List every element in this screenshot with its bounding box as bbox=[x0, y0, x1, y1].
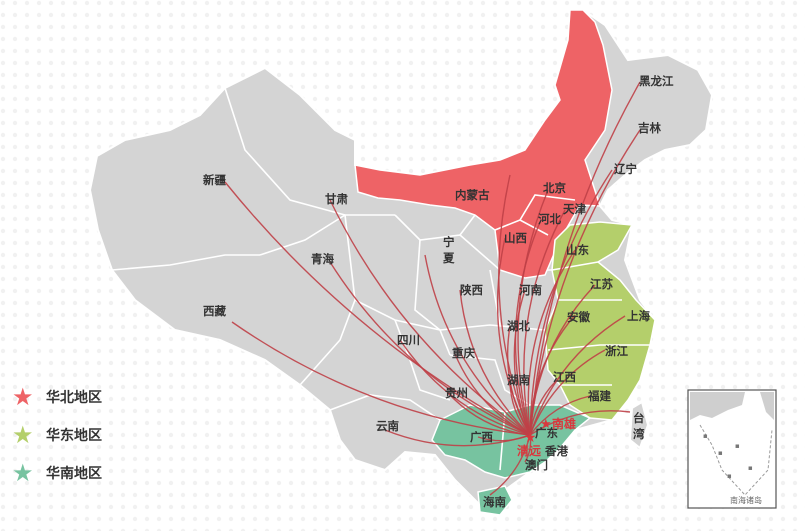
label-chongqing: 重庆 bbox=[452, 346, 475, 360]
label-jilin: 吉林 bbox=[638, 121, 661, 135]
label-xinjiang: 新疆 bbox=[203, 173, 226, 187]
route-line-guangxi bbox=[477, 434, 531, 442]
hub-star-qingyuan: ★ bbox=[524, 430, 537, 446]
label-hongkong: 香港 bbox=[544, 444, 568, 458]
legend-item-south: ★ 华南地区 bbox=[12, 454, 102, 492]
route-line-gansu bbox=[329, 199, 531, 436]
route-line-henan bbox=[513, 289, 531, 436]
label-hubei: 湖北 bbox=[507, 319, 530, 333]
label-hebei: 河北 bbox=[538, 212, 561, 226]
legend-item-east: ★ 华东地区 bbox=[12, 416, 102, 454]
star-icon: ★ bbox=[12, 421, 34, 449]
route-line-taiwan bbox=[529, 410, 631, 436]
inset-caption: 南海诸岛 bbox=[730, 495, 762, 505]
route-line-guizhou bbox=[447, 392, 531, 436]
province-labels: 黑龙江 吉林 辽宁 北京 天津 河北 山西 内蒙古 新疆 甘肃 宁 夏 青海 陕… bbox=[203, 74, 674, 509]
label-henan: 河南 bbox=[519, 283, 542, 297]
label-gansu: 甘肃 bbox=[325, 192, 348, 206]
label-hainan: 海南 bbox=[483, 495, 506, 509]
label-guizhou: 贵州 bbox=[445, 386, 468, 400]
south-china-sea-inset: ▪ ▪ ▪ ▪ ▪ 南海诸岛 bbox=[687, 389, 777, 509]
legend-label-south: 华南地区 bbox=[46, 466, 102, 482]
label-qinghai: 青海 bbox=[311, 252, 334, 266]
label-guangdong: 广东 bbox=[535, 426, 558, 440]
legend-label-north: 华北地区 bbox=[46, 390, 102, 406]
route-line-zhejiang bbox=[529, 349, 606, 436]
star-icon: ★ bbox=[12, 383, 34, 411]
label-zhejiang: 浙江 bbox=[605, 344, 628, 358]
route-line-macau bbox=[524, 434, 532, 463]
route-line-hainan bbox=[489, 434, 531, 496]
svg-text:▪: ▪ bbox=[703, 432, 708, 440]
label-fujian: 福建 bbox=[587, 389, 611, 403]
route-line-anhui bbox=[529, 314, 576, 436]
label-macau: 澳门 bbox=[525, 458, 548, 472]
route-line-jiangxi bbox=[529, 376, 561, 436]
province-borders bbox=[111, 87, 555, 421]
route-line-fujian bbox=[529, 395, 591, 436]
legend-label-east: 华东地区 bbox=[46, 428, 102, 444]
route-line-xinjiang bbox=[224, 181, 531, 436]
route-line-sichuan bbox=[399, 339, 531, 436]
svg-text:▪: ▪ bbox=[735, 442, 740, 450]
svg-text:▪: ▪ bbox=[727, 472, 732, 480]
label-hub-nanxiong: 南雄 bbox=[552, 416, 576, 431]
label-tianjin: 天津 bbox=[563, 202, 586, 216]
route-lines bbox=[224, 81, 641, 496]
svg-text:▪: ▪ bbox=[718, 449, 723, 457]
label-anhui: 安徽 bbox=[567, 310, 590, 324]
legend-item-north: ★ 华北地区 bbox=[12, 378, 102, 416]
label-xizang: 西藏 bbox=[203, 304, 226, 318]
label-beijing: 北京 bbox=[543, 181, 566, 195]
route-line-shandong bbox=[527, 249, 576, 436]
route-line-tianjin bbox=[523, 209, 566, 436]
route-line-heilongjiang bbox=[529, 81, 641, 436]
label-shanxi: 山西 bbox=[504, 231, 527, 245]
label-yunnan: 云南 bbox=[376, 419, 399, 433]
route-line-neimenggu bbox=[498, 174, 531, 436]
label-liaoning: 辽宁 bbox=[614, 162, 637, 176]
legend: ★ 华北地区 ★ 华东地区 ★ 华南地区 bbox=[12, 378, 102, 492]
label-shanghai: 上海 bbox=[627, 309, 650, 323]
label-ningxia-1: 宁 bbox=[443, 235, 455, 249]
route-line-shaanxi bbox=[459, 289, 531, 436]
hub-star-nanxiong: ★ bbox=[540, 417, 552, 432]
label-sichuan: 四川 bbox=[397, 333, 420, 347]
label-guangxi: 广西 bbox=[470, 430, 493, 444]
route-line-liaoning bbox=[529, 169, 613, 436]
region-north-china bbox=[354, 9, 613, 279]
route-line-ningxia bbox=[424, 254, 531, 436]
svg-text:▪: ▪ bbox=[748, 464, 753, 472]
star-icon: ★ bbox=[12, 459, 34, 487]
route-line-shanghai bbox=[529, 315, 626, 436]
label-neimenggu: 内蒙古 bbox=[455, 188, 490, 202]
label-shandong: 山东 bbox=[566, 243, 589, 257]
label-taiwan-1: 台 bbox=[633, 411, 645, 425]
label-jiangxi: 江西 bbox=[553, 370, 576, 384]
label-hunan: 湖南 bbox=[507, 373, 530, 387]
label-heilongjiang: 黑龙江 bbox=[639, 74, 674, 88]
route-line-hunan bbox=[509, 379, 531, 436]
label-jiangsu: 江苏 bbox=[590, 277, 613, 291]
label-shaanxi: 陕西 bbox=[460, 283, 483, 297]
route-line-chongqing bbox=[454, 353, 531, 436]
label-taiwan-2: 湾 bbox=[633, 427, 645, 441]
route-line-qinghai bbox=[329, 261, 531, 436]
label-hub-qingyuan: 清远 bbox=[517, 443, 541, 458]
route-line-xizang bbox=[231, 321, 531, 436]
label-ningxia-2: 夏 bbox=[443, 251, 455, 265]
region-taiwan bbox=[628, 400, 650, 450]
